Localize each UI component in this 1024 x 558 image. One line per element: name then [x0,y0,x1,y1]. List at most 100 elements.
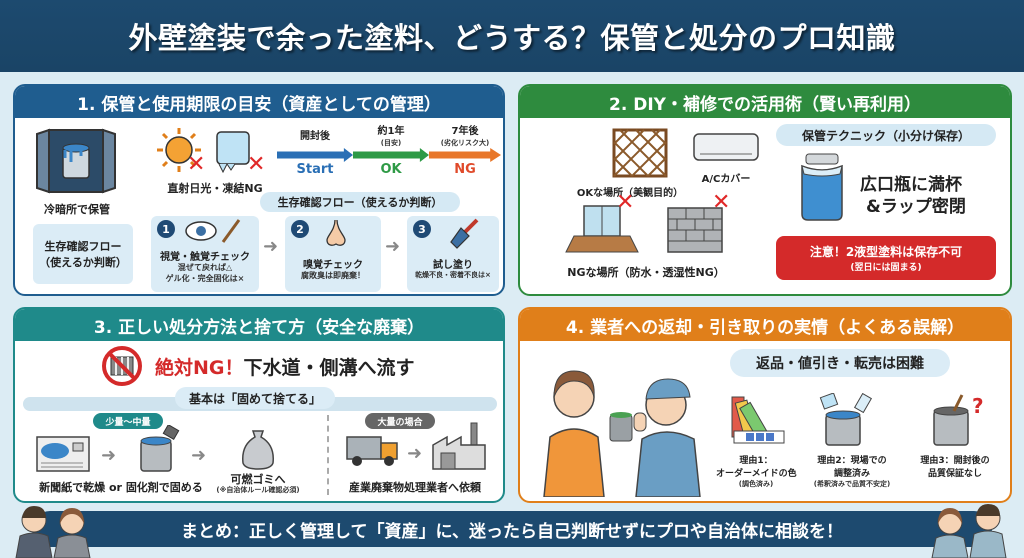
basic-rule-pill: 基本は「固めて捨てる」 [175,387,335,409]
reason-1: 理由1： オーダーメイドの色 (調色済み) [716,453,797,489]
storage-cabinet-icon [36,128,116,194]
left-staff-pair-illustration [15,506,91,558]
lattice-fence-icon [612,128,668,178]
arrow-right-icon: ➜ [263,236,279,257]
timeline-1year-sub: (目安) [380,139,402,147]
flow-pill: 生存確認フロー（使えるか判断） [260,192,460,212]
customer-and-worker-illustration [543,370,701,497]
reason-title: 理由2：現場での [817,456,887,466]
usage-timeline: 開封後 Start 約1年 (目安) OK 7年後 (劣化リスク大) NG [277,126,501,177]
ng-prefix: 絶対NG！ [155,357,244,379]
reason-text: オーダーメイドの色 [716,469,797,479]
wall-ng-x-icon: ✕ [712,190,731,215]
prohibited-drain-icon [102,346,142,386]
color-swatch-fan-icon [731,396,785,444]
warning-title: 注意！2液型塗料は保存不可 [809,245,963,259]
reason-text: 品質保証なし [927,469,982,479]
flow-side-box: 生存確認フロー （使えるか判断） [33,224,133,284]
garbage-bag-icon [242,430,274,470]
step-title: 嗅覚チェック [303,260,363,271]
step-note: 乾燥不良・密着不良は× [415,271,491,279]
reason-2: 理由2：現場での 調整済み (希釈済みで品質不安定) [802,453,902,489]
reason-note: (希釈済みで品質不安定) [813,480,891,488]
technique-text-2: &ラップ密閉 [866,197,966,217]
glass-jar-icon [801,153,843,221]
section-title: 1. 保管と使用期限の目安（資産としての管理） [15,86,503,118]
ac-cover-label: A/Cカバー [701,174,751,185]
paintbrush-icon [450,218,479,249]
balcony-ng-x-icon: ✕ [616,190,635,215]
air-conditioner-icon [693,133,759,161]
right-staff-pair-illustration [931,504,1007,558]
balcony-icon [565,205,639,253]
sun-and-ice-icon [157,128,250,174]
nose-icon [326,219,346,246]
section-title: 2. DIY・補修での活用術（賢い再利用） [520,86,1010,118]
section-diy-reuse: 2. DIY・補修での活用術（賢い再利用） A/Cカバー OKな場所（美観目的）… [518,84,1012,296]
timeline-status-ok: OK [380,162,402,177]
reason-title: 理由3：開封後の [920,456,990,466]
svg-text:?: ? [972,394,984,418]
large-quantity-tag: 大量の場合 [365,413,435,429]
storage-label: 冷暗所で保管 [44,203,110,216]
step-number: 3 [413,220,431,238]
ng-text: 下水道・側溝へ流す [243,357,415,379]
paint-can-hardener-icon [140,425,180,472]
page-title: 外壁塗装で余った塗料、どうする？保管と処分のプロ知識 [128,21,896,55]
timeline-7year-label: 7年後 [451,126,479,137]
step-note: 腐敗臭は即廃棄！ [301,271,365,280]
large-method-label: 産業廃棄物処理業者へ依頼 [349,481,481,494]
flow-side-label: 生存確認フロー [44,240,122,253]
flow-side-sublabel: （使えるか判断） [39,256,127,269]
ng-conditions-label: 直射日光・凍結NG [167,182,263,195]
timeline-status-start: Start [296,162,334,177]
step-2-smell-check: 2 嗅覚チェック 腐敗臭は即廃棄！ [285,216,381,292]
arrow-right-icon: ➜ [407,443,423,464]
section-title: 4. 業者への返却・引き取りの実情（よくある誤解） [520,309,1010,341]
small-method-label: 新聞紙で乾燥 or 固化剤で固める [39,481,203,494]
ng-drain-warning: 絶対NG！下水道・側溝へ流す [155,353,415,380]
step-number: 2 [291,220,309,238]
timeline-start-label: 開封後 [300,131,330,142]
step-title: 視覚・触覚チェック [160,252,250,263]
timeline-7year-sub: (劣化リスク大) [440,139,490,147]
summary-text: まとめ：正しく管理して「資産」に、迷ったら自己判断せずにプロや自治体に相談を！ [181,521,843,542]
dilution-paint-can-icon [819,393,873,446]
section-disposal: 3. 正しい処分方法と捨て方（安全な廃棄） 絶対NG！下水道・側溝へ流す 基本は… [13,307,505,503]
small-quantity-tag: 少量〜中量 [93,413,163,429]
eye-and-brush-icon [185,219,241,243]
reason-title: 理由1： [739,456,773,466]
arrow-right-icon: ➜ [191,445,207,466]
summary-banner: まとめ：正しく管理して「資産」に、迷ったら自己判断せずにプロや自治体に相談を！ [32,511,992,547]
factory-icon [432,422,486,470]
opened-paint-can-question-icon: ? [933,394,984,446]
technique-pill: 保管テクニック（小分け保存） [776,124,996,146]
section-title: 3. 正しい処分方法と捨て方（安全な廃棄） [15,309,503,341]
burnable-note: (※自治体ルール確認必須) [216,486,300,494]
section-storage: 1. 保管と使用期限の目安（資産としての管理） 冷暗所で保管 ✕ ✕ 直射日光・… [13,84,505,296]
arrow-right-icon: ➜ [101,445,117,466]
block-wall-icon [667,207,723,253]
step-number: 1 [157,220,175,238]
dashed-divider [327,415,329,495]
warning-note: (翌日には固まる) [850,263,922,273]
reason-text: 調整済み [833,469,870,479]
ng-places-label: NGな場所（防水・透湿性NG） [567,266,725,279]
arrow-right-icon: ➜ [385,236,401,257]
timeline-status-ng: NG [454,162,476,177]
newspaper-icon [36,436,90,472]
reason-note: (調色済み) [738,480,774,488]
step-note: ゲル化・完全固化は× [165,274,245,283]
technique-text-1: 広口瓶に満杯 [860,175,962,195]
burnable-label: 可燃ゴミへ [230,473,286,486]
page-header: 外壁塗装で余った塗料、どうする？保管と処分のプロ知識 [0,0,1024,72]
two-component-warning: 注意！2液型塗料は保存不可 (翌日には固まる) [776,236,996,280]
reason-3: 理由3：開封後の 品質保証なし [910,453,1000,479]
step-note: 混ぜて戻れば△ [177,263,233,272]
freeze-ng-x-icon: ✕ [247,152,266,177]
timeline-1year-label: 約1年 [377,126,405,137]
speech-bubble: 返品・値引き・転売は困難 [730,349,950,377]
section-return-reality: 4. 業者への返却・引き取りの実情（よくある誤解） 返品・値引き・転売は困難 ?… [518,307,1012,503]
step-3-test-paint: 3 試し塗り 乾燥不良・密着不良は× [407,216,499,292]
truck-icon [346,436,398,466]
